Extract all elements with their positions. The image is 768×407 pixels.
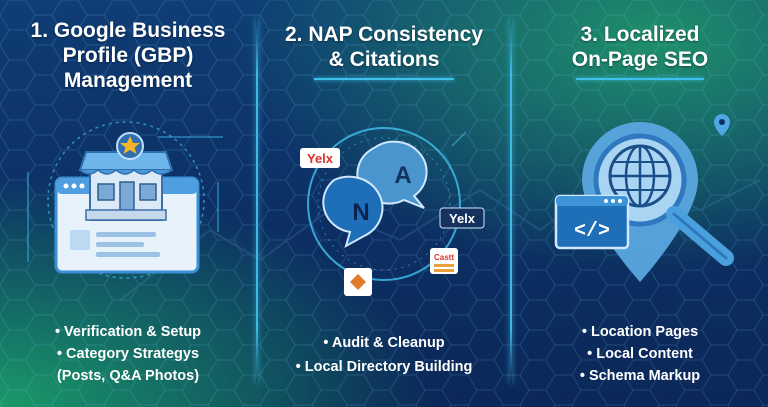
nap-bullet-item: • Local Directory Building	[295, 359, 473, 375]
gbp-bullet-item: (Posts, Q&A Photos)	[56, 368, 200, 384]
bubble-letter-a: A	[394, 162, 411, 189]
chat-bubbles-icon: A N Yelx Yelx Castt	[300, 127, 485, 296]
yelp-badge-left: Yelx	[307, 151, 334, 166]
seo-bullet-item: • Location Pages	[581, 324, 699, 340]
yelp-badge-right: Yelx	[449, 211, 476, 226]
magnifier-globe-icon: </>	[554, 114, 734, 282]
seo-title-underline	[576, 78, 704, 80]
column-divider-left	[256, 18, 258, 383]
gbp-title: 1. Google Business Profile (GBP) Managem…	[0, 18, 256, 93]
gbp-title-line-2: Profile (GBP)	[62, 44, 194, 67]
column-gbp-management: 1. Google Business Profile (GBP) Managem…	[0, 0, 256, 407]
storefront-icon	[27, 121, 223, 279]
seo-bullet-item: • Local Content	[587, 346, 693, 362]
gbp-bullet-list: • Verification & Setup • Category Strate…	[0, 321, 256, 387]
seo-title-line-2: On-Page SEO	[571, 48, 709, 71]
bubble-letter-n: N	[352, 199, 369, 226]
seo-bullet-list: • Location Pages • Local Content • Schem…	[512, 321, 768, 387]
gbp-title-line-1: 1. Google Business	[30, 19, 226, 42]
column-localized-seo: 3. Localized On-Page SEO </> • Location …	[512, 0, 768, 407]
gbp-bullet-item: • Verification & Setup	[54, 324, 202, 340]
column-nap-citations: 2. NAP Consistency & Citations A N Yelx …	[256, 0, 512, 407]
nap-bullet-list: • Audit & Cleanup • Local Directory Buil…	[256, 332, 512, 378]
gbp-title-line-3: Management	[63, 69, 193, 92]
castt-badge: Castt	[434, 253, 454, 262]
column-divider-right	[510, 18, 512, 383]
gbp-bullet-item: • Category Strategys	[56, 346, 200, 362]
nap-title: 2. NAP Consistency & Citations	[256, 22, 512, 72]
nap-title-underline	[314, 78, 454, 80]
seo-bullet-item: • Schema Markup	[579, 368, 701, 384]
seo-title-line-1: 3. Localized	[580, 23, 700, 46]
nap-bullet-item: • Audit & Cleanup	[323, 335, 445, 351]
code-tag-text: </>	[574, 220, 610, 243]
nap-title-line-2: & Citations	[328, 48, 440, 71]
nap-title-line-1: 2. NAP Consistency	[284, 23, 483, 46]
seo-title: 3. Localized On-Page SEO	[512, 22, 768, 72]
